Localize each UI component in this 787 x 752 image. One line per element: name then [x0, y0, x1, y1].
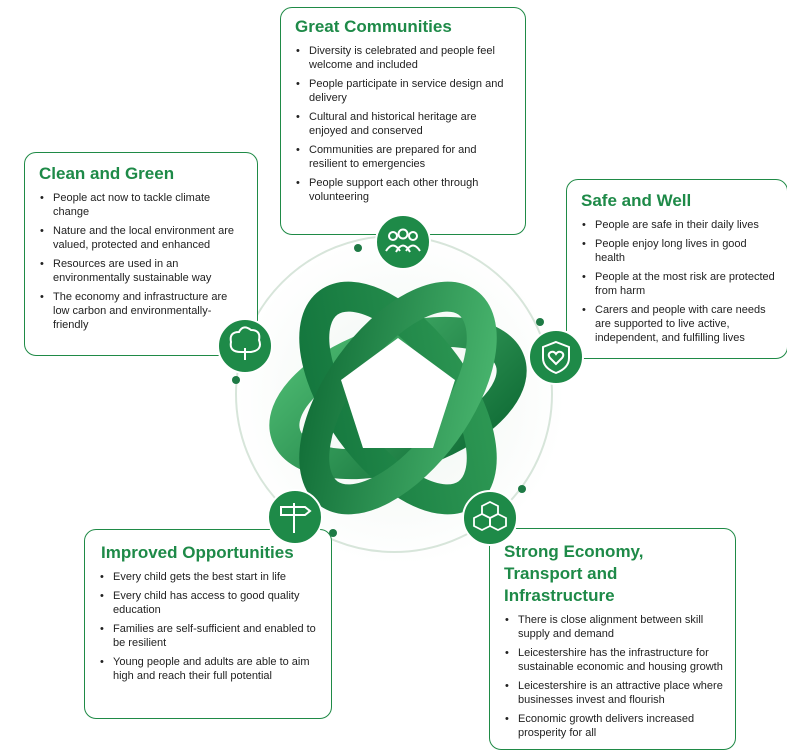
ring-dots — [232, 244, 544, 537]
list-item: Economic growth delivers increased prosp… — [505, 712, 725, 740]
list-item: People participate in service design and… — [296, 77, 515, 105]
list-item: Carers and people with care needs are su… — [582, 303, 779, 345]
outer-ring — [235, 235, 553, 553]
logo-center-pentagon — [341, 338, 455, 448]
list-item: People enjoy long lives in good health — [582, 237, 779, 265]
great-communities-title: Great Communities — [295, 17, 452, 36]
list-item: Communities are prepared for and resilie… — [296, 143, 515, 171]
improved-opportunities-title: Improved Opportunities — [101, 543, 294, 562]
central-logo — [269, 281, 527, 515]
list-item: People at the most risk are protected fr… — [582, 270, 779, 298]
list-item: People support each other through volunt… — [296, 176, 515, 204]
strong-economy-card: Strong Economy, Transport and Infrastruc… — [489, 528, 736, 750]
strong-economy-list: There is close alignment between skill s… — [504, 613, 725, 740]
great-communities-list: Diversity is celebrated and people feel … — [295, 44, 515, 204]
list-item: There is close alignment between skill s… — [505, 613, 725, 641]
great-communities-card: Great Communities Diversity is celebrate… — [280, 7, 526, 235]
list-item: Young people and adults are able to aim … — [100, 655, 319, 683]
list-item: Every child gets the best start in life — [100, 570, 319, 584]
improved-opportunities-card: Improved Opportunities Every child gets … — [84, 529, 332, 719]
list-item: Every child has access to good quality e… — [100, 589, 319, 617]
list-item: Resources are used in an environmentally… — [40, 257, 245, 285]
list-item: Leicestershire has the infrastructure fo… — [505, 646, 725, 674]
list-item: Nature and the local environment are val… — [40, 224, 245, 252]
ring-dot — [354, 244, 362, 252]
list-item: Leicestershire is an attractive place wh… — [505, 679, 725, 707]
logo-band — [299, 281, 497, 515]
logo-band — [299, 281, 497, 515]
safe-and-well-card: Safe and Well People are safe in their d… — [566, 179, 787, 359]
ring-dot — [518, 485, 526, 493]
clean-and-green-list: People act now to tackle climate change … — [39, 191, 245, 332]
safe-and-well-title: Safe and Well — [581, 191, 692, 210]
list-item: People act now to tackle climate change — [40, 191, 245, 219]
clean-and-green-title: Clean and Green — [39, 164, 175, 183]
clean-and-green-card: Clean and Green People act now to tackle… — [24, 152, 258, 356]
ring-dot — [232, 376, 240, 384]
strong-economy-title: Strong Economy, Transport and Infrastruc… — [504, 542, 644, 605]
list-item: Diversity is celebrated and people feel … — [296, 44, 515, 72]
logo-band — [269, 316, 527, 480]
list-item: People are safe in their daily lives — [582, 218, 779, 232]
improved-opportunities-list: Every child gets the best start in life … — [99, 570, 319, 683]
list-item: The economy and infrastructure are low c… — [40, 290, 245, 332]
list-item: Cultural and historical heritage are enj… — [296, 110, 515, 138]
background-glow — [235, 235, 565, 565]
safe-and-well-list: People are safe in their daily lives Peo… — [581, 218, 779, 345]
list-item: Families are self-sufficient and enabled… — [100, 622, 319, 650]
ring-dot — [536, 318, 544, 326]
